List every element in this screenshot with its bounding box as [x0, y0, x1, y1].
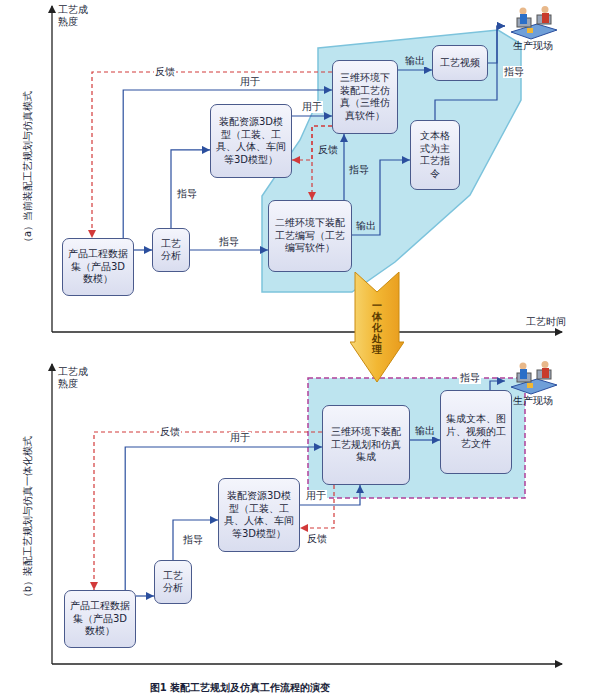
node-text: 产品工程数据集（产品3D数模）: [70, 600, 130, 638]
edge-label: 反馈: [154, 66, 176, 78]
flow-connector: [173, 520, 218, 560]
flow-connector: [171, 150, 210, 228]
node-text: 一体化处理: [372, 300, 382, 355]
edge-label: 反馈: [317, 144, 339, 156]
process-box: 工艺分析: [152, 228, 190, 272]
node-text: 工艺分析: [158, 238, 184, 263]
axis-label: 工艺时间: [526, 316, 566, 328]
feedback-connector: [300, 485, 334, 528]
site-icon: [507, 6, 559, 40]
process-box: 产品工程数据集（产品3D数模）: [62, 238, 134, 296]
edge-label: 指导: [459, 372, 481, 384]
edge-label: 指导: [218, 236, 240, 248]
edge-label: 输出: [404, 55, 426, 67]
process-box: 装配资源3D模型（工装、工具、人体、车间等3D模型）: [218, 478, 300, 552]
edge-label: 输出: [414, 425, 436, 437]
edge-label: 用于: [305, 490, 327, 502]
edge-label: 指导: [182, 534, 204, 546]
process-box: 三维环境下装配工艺仿真（三维仿真软件）: [332, 60, 398, 134]
flow-connector: [490, 381, 505, 390]
edge-label: 用于: [301, 101, 323, 113]
flow-connector: [136, 595, 154, 596]
feedback-connector: [312, 126, 332, 200]
node-text: 集成文本、图片、视频的工艺文件: [446, 413, 506, 451]
panel-label: （b）装配工艺规划与仿真一体化模式: [22, 424, 34, 614]
integrated-region: [308, 378, 525, 498]
process-box: 三维环境下装配工艺规划和仿真集成: [322, 405, 410, 485]
arrow-shape: [350, 272, 404, 382]
current-mode-region: [262, 30, 521, 292]
flow-connector: [190, 249, 268, 250]
node-text: 文本格式为主工艺指令: [416, 130, 454, 180]
process-box: 装配资源3D模型（工装、工具、人体、车间等3D模型）: [210, 104, 292, 178]
flow-connector: [134, 249, 152, 250]
node-text: 三维环境下装配工艺仿真（三维仿真软件）: [338, 72, 392, 122]
flow-connector: [292, 115, 332, 116]
node-text: 三维环境下装配工艺规划和仿真集成: [328, 426, 404, 464]
node-text: 二维环境下装配工艺编写（工艺编写软件）: [274, 217, 346, 255]
edge-label: 指导: [503, 66, 525, 78]
edge-label: 反馈: [306, 533, 328, 545]
flow-connector: [300, 485, 360, 505]
transition-arrow: 一体化处理: [350, 272, 404, 382]
axis-label: 工艺成熟度: [58, 4, 90, 28]
y-axis: [51, 364, 52, 664]
node-text: 工艺视频: [440, 57, 480, 70]
process-box: 文本格式为主工艺指令: [410, 120, 460, 190]
edge-label: 用于: [239, 76, 261, 88]
site-icon: [507, 361, 559, 395]
figure-caption: 图1 装配工艺规划及仿真工作流程的演变: [150, 681, 330, 695]
flow-connector: [398, 69, 432, 70]
process-box: 工艺分析: [154, 560, 192, 604]
panel-label: （a）当前装配工艺规划与仿真模式: [22, 74, 34, 264]
edge-label: 输出: [355, 220, 377, 232]
process-box: 二维环境下装配工艺编写（工艺编写软件）: [268, 200, 352, 272]
flow-connector: [410, 439, 440, 440]
production-site: 生产现场: [505, 361, 561, 408]
axis-label: 工艺成熟度: [58, 366, 90, 390]
x-axis: [52, 331, 562, 332]
edge-label: 指导: [348, 164, 370, 176]
process-box: 产品工程数据集（产品3D数模）: [64, 590, 136, 648]
edge-label: 反馈: [159, 426, 181, 438]
y-axis: [51, 6, 52, 332]
process-box: 集成文本、图片、视频的工艺文件: [440, 390, 512, 474]
node-text: 工艺分析: [160, 570, 186, 595]
node-text: 装配资源3D模型（工装、工具、人体、车间等3D模型）: [224, 490, 294, 540]
edge-label: 用于: [229, 432, 251, 444]
node-text: 生产现场: [513, 395, 553, 408]
edge-label: 指导: [176, 188, 198, 200]
flow-connector: [343, 134, 344, 200]
x-axis: [52, 663, 562, 664]
production-site: 生产现场: [505, 6, 561, 53]
node-text: 产品工程数据集（产品3D数模）: [68, 248, 128, 286]
node-text: 生产现场: [513, 40, 553, 53]
feedback-connector: [94, 432, 322, 590]
node-text: 装配资源3D模型（工装、工具、人体、车间等3D模型）: [216, 116, 286, 166]
process-box: 工艺视频: [432, 45, 488, 81]
